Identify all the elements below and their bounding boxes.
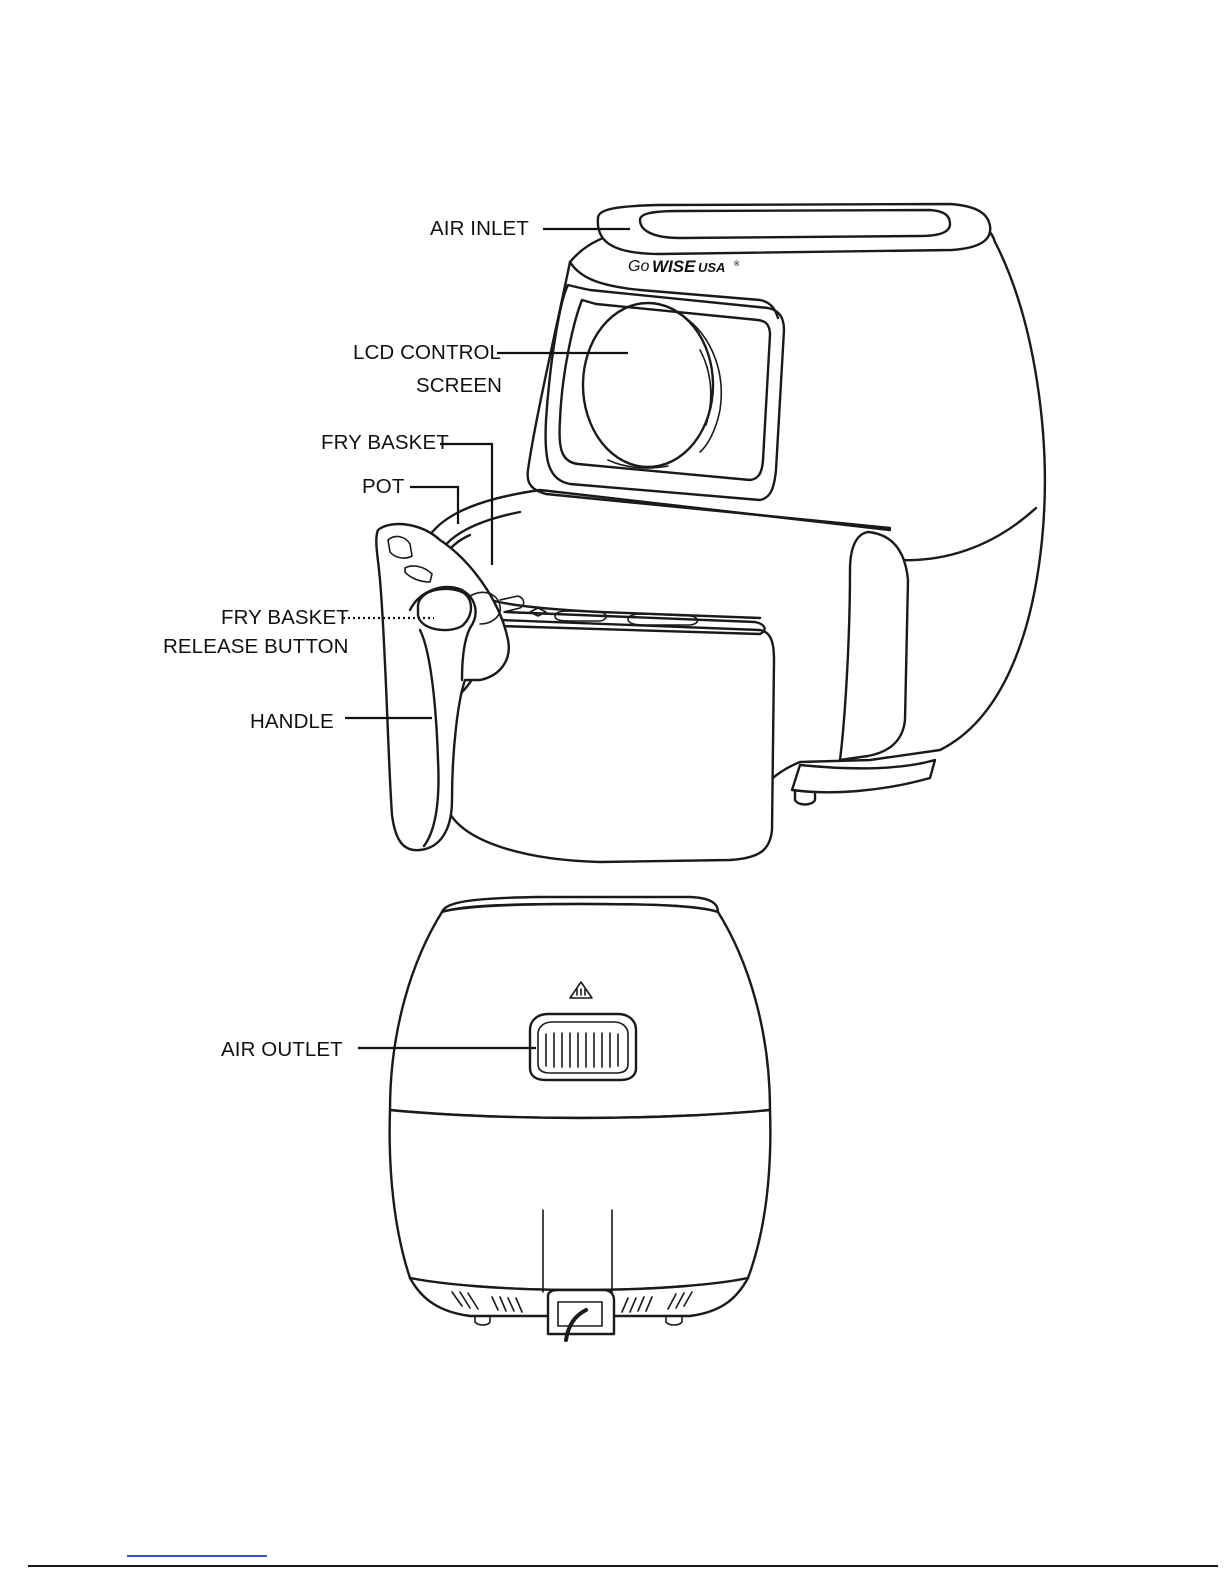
back-lower-body <box>390 1110 771 1290</box>
back-foot-left <box>475 1316 490 1325</box>
front-view-air-fryer: Go WISE USA ® <box>376 204 1045 862</box>
brand-logo-usa: USA <box>698 260 725 275</box>
back-foot-right <box>666 1316 682 1325</box>
label-handle: HANDLE <box>250 712 334 733</box>
back-upper-body <box>390 904 770 1118</box>
label-fry-basket-release-line2: RELEASE BUTTON <box>163 637 349 658</box>
fry-basket-release-button <box>418 589 471 630</box>
brand-logo-registered: ® <box>734 260 740 268</box>
footer-link-underline <box>127 1555 267 1557</box>
leader-pot <box>410 487 458 524</box>
label-fry-basket: FRY BASKET <box>321 433 449 454</box>
brand-logo-go: Go <box>628 258 649 275</box>
label-air-outlet: AIR OUTLET <box>221 1040 343 1061</box>
brand-logo-wise: WISE <box>652 257 696 276</box>
front-base <box>792 760 935 792</box>
label-lcd-control-line1: LCD CONTROL <box>353 343 501 364</box>
label-pot: POT <box>362 477 404 498</box>
label-fry-basket-release-line1: FRY BASKET <box>221 608 349 629</box>
drawer-side-panel <box>840 532 908 760</box>
footer-rule <box>28 1565 1218 1567</box>
label-lcd-control-line2: SCREEN <box>416 376 502 397</box>
back-view-air-fryer <box>390 897 771 1340</box>
label-air-inlet: AIR INLET <box>430 219 529 240</box>
